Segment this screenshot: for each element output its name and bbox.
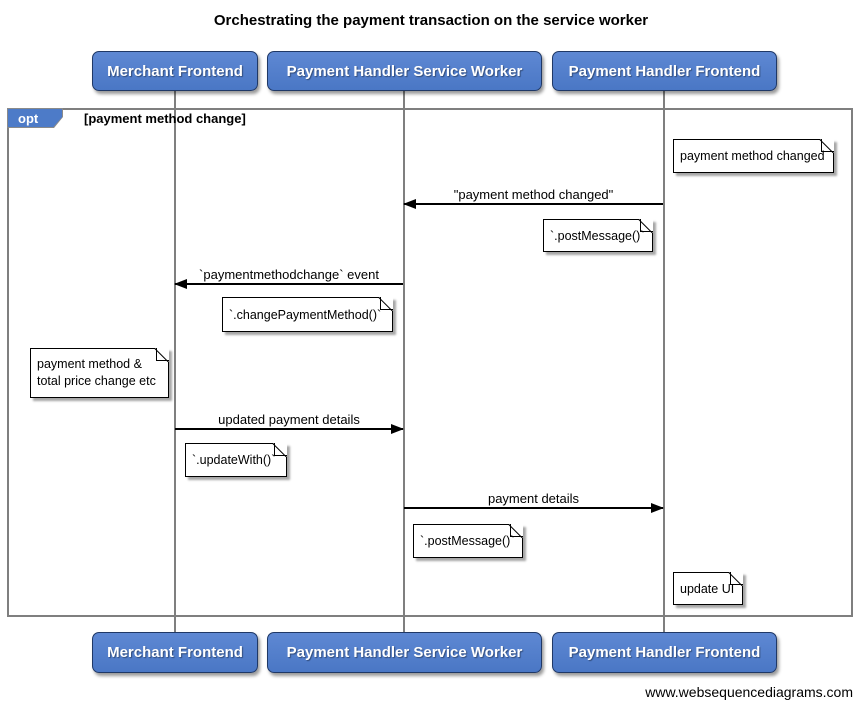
note-changepaymentmethod: `.changePaymentMethod()` [222, 297, 393, 332]
note-fold-corner-icon [156, 348, 169, 361]
message-label: `paymentmethodchange` event [199, 267, 379, 282]
arrowhead-right [651, 503, 664, 513]
message-paymentmethodchange-event: `paymentmethodchange` event [174, 267, 403, 289]
note-fold-cut [379, 297, 393, 311]
arrowhead-right [391, 424, 404, 434]
note-text: `.changePaymentMethod()` [229, 307, 382, 322]
lifeline-merchant-frontend [174, 91, 176, 632]
note-fold-corner-icon [274, 443, 287, 456]
diagram-title: Orchestrating the payment transaction on… [213, 12, 649, 29]
note-text-line: total price change etc [37, 374, 156, 388]
actor-label: Payment Handler Frontend [568, 62, 761, 80]
note-fold-corner-icon [380, 297, 393, 310]
actor-label: Payment Handler Service Worker [286, 62, 523, 80]
message-label: updated payment details [218, 412, 360, 427]
note-fold-cut [729, 572, 743, 586]
actor-top-payment-handler-service-worker: Payment Handler Service Worker [267, 51, 542, 91]
note-payment-method-changed: payment method changed [673, 139, 834, 173]
opt-operator-label: opt [18, 110, 39, 126]
actor-bottom-payment-handler-frontend: Payment Handler Frontend [552, 632, 777, 673]
actor-label: Merchant Frontend [107, 644, 243, 661]
actor-top-merchant-frontend: Merchant Frontend [92, 51, 258, 91]
actor-bottom-payment-handler-service-worker: Payment Handler Service Worker [267, 632, 542, 673]
note-postmessage-2: `.postMessage()` [413, 524, 523, 558]
note-text: `.updateWith()` [192, 453, 276, 467]
opt-guard-label: [payment method change] [84, 110, 246, 126]
actor-bottom-merchant-frontend: Merchant Frontend [92, 632, 258, 673]
actor-label: Payment Handler Frontend [568, 644, 761, 661]
note-fold-cut [820, 139, 834, 153]
note-text: `.postMessage()` [550, 228, 645, 243]
arrowhead-left [174, 279, 187, 289]
note-update-ui: update UI [673, 572, 743, 605]
note-fold-cut [273, 443, 287, 457]
actor-label: Payment Handler Service Worker [286, 644, 523, 661]
note-text: payment method changed [680, 149, 825, 163]
note-text: `.postMessage()` [420, 534, 515, 548]
note-payment-method-total-price: payment method & total price change etc [30, 348, 169, 398]
actor-top-payment-handler-frontend: Payment Handler Frontend [552, 51, 777, 91]
note-updatewith: `.updateWith()` [185, 443, 287, 477]
lifeline-payment-handler-service-worker [403, 91, 405, 632]
note-postmessage-1: `.postMessage()` [543, 219, 653, 252]
note-fold-corner-icon [510, 524, 523, 537]
note-fold-corner-icon [821, 139, 834, 152]
opt-fragment-frame [7, 108, 853, 617]
message-payment-details: payment details [404, 491, 664, 513]
note-fold-cut [639, 219, 653, 233]
actor-label: Merchant Frontend [107, 62, 243, 80]
message-updated-payment-details: updated payment details [175, 412, 404, 434]
arrowhead-left [403, 199, 416, 209]
message-label: payment details [487, 491, 580, 506]
lifeline-payment-handler-frontend [663, 91, 665, 632]
note-fold-corner-icon [730, 572, 743, 585]
opt-operator-tab: opt [8, 109, 62, 127]
note-fold-corner-icon [640, 219, 653, 232]
note-fold-cut [155, 348, 169, 362]
footer-credit: www.websequencediagrams.com [645, 684, 853, 700]
message-label: "payment method changed" [453, 187, 614, 202]
message-payment-method-changed: "payment method changed" [403, 187, 663, 209]
note-fold-cut [509, 524, 523, 538]
note-text: update UI [680, 581, 735, 596]
note-text-line: payment method & [37, 357, 142, 371]
